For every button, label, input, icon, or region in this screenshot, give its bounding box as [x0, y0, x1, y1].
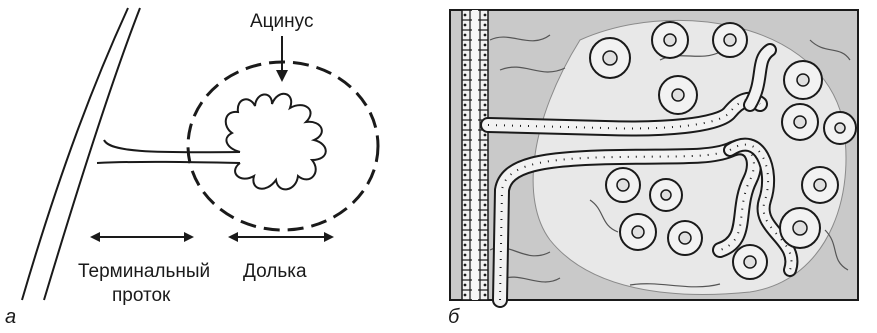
- terminal-duct-label-line2: проток: [112, 286, 170, 305]
- acinus-rosette: [620, 214, 656, 250]
- acinus-rosette: [784, 61, 822, 99]
- terminal-duct-lower-wall: [97, 162, 240, 163]
- panel-b-histology: б: [430, 0, 877, 333]
- acinus-rosette: [782, 104, 818, 140]
- acinus-rosette: [802, 167, 838, 203]
- panel-a-schematic: Ацинус Терминальный проток Долька а: [0, 0, 420, 333]
- terminal-duct-label-line1: Терминальный: [78, 262, 210, 281]
- acinus-rosette: [668, 221, 702, 255]
- duct-span-arrowhead-right: [184, 232, 194, 242]
- lobule-span-arrowhead-left: [228, 232, 238, 242]
- histology-drawing: [430, 0, 877, 333]
- acinus-rosette: [652, 22, 688, 58]
- acinus-arrowhead: [276, 70, 288, 82]
- panel-b-letter: б: [448, 306, 459, 329]
- acinus-outline: [226, 94, 326, 190]
- acinus-rosette: [733, 245, 767, 279]
- acinus-rosette: [590, 38, 630, 78]
- acinus-rosette: [659, 76, 697, 114]
- acinus-label: Ацинус: [250, 12, 313, 31]
- duct-span-arrowhead-left: [90, 232, 100, 242]
- acinus-rosette: [824, 112, 856, 144]
- lobule-span-arrowhead-right: [324, 232, 334, 242]
- acinus-rosette: [713, 23, 747, 57]
- main-duct-right-wall: [44, 8, 140, 300]
- terminal-duct-upper-wall: [104, 140, 240, 152]
- lobule-label: Долька: [243, 262, 307, 281]
- main-duct-left-wall: [22, 8, 128, 300]
- main-duct-lumen: [472, 10, 478, 300]
- schematic-drawing: [0, 0, 420, 333]
- panel-a-letter: а: [5, 306, 16, 329]
- acinus-rosette: [780, 208, 820, 248]
- acinus-rosette: [606, 168, 640, 202]
- acinus-rosette: [650, 179, 682, 211]
- lobule-boundary: [188, 62, 378, 230]
